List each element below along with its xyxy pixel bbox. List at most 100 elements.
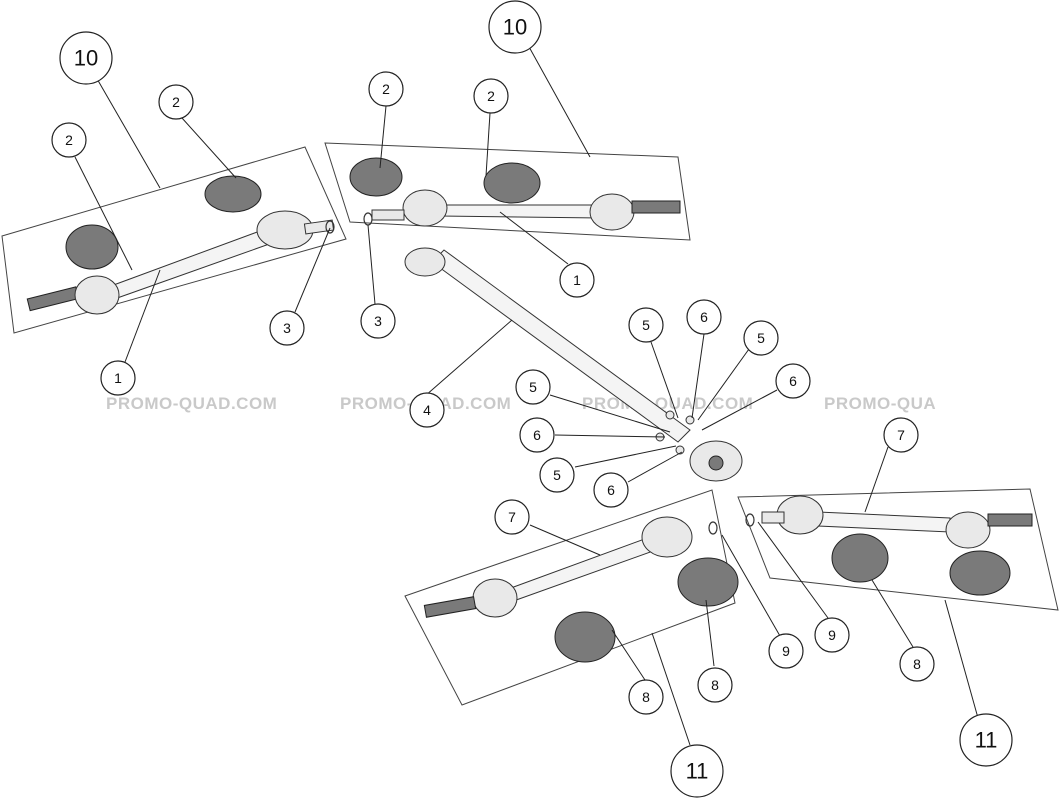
splined-stub xyxy=(987,513,1033,527)
axle-shaft xyxy=(99,227,276,303)
kit-frame-front-right xyxy=(324,142,691,241)
callout-9: 9 xyxy=(814,617,850,653)
callout-label: 1 xyxy=(573,272,581,288)
callout-10: 10 xyxy=(488,0,542,54)
boot-inner xyxy=(831,533,889,583)
stub-end xyxy=(371,209,405,221)
callout-7: 7 xyxy=(494,499,530,535)
leader-line xyxy=(944,599,979,719)
callout-11: 11 xyxy=(670,744,724,798)
callout-5: 5 xyxy=(743,320,779,356)
boot-outer xyxy=(554,611,616,663)
cv-joint-inner xyxy=(256,210,314,250)
callout-3: 3 xyxy=(360,303,396,339)
callout-label: 6 xyxy=(533,427,541,443)
leader-line xyxy=(74,156,133,271)
watermark-row: PROMO-QUAD.COM PROMO-QUAD.COM PROMO-QUAD… xyxy=(106,394,936,413)
propeller-shaft xyxy=(404,247,743,482)
watermark: PROMO-QUAD.COM xyxy=(106,394,277,413)
leader-line xyxy=(757,521,829,619)
callout-11: 11 xyxy=(959,713,1013,767)
leader-line xyxy=(554,434,666,438)
callout-3: 3 xyxy=(269,310,305,346)
callout-label: 2 xyxy=(382,81,390,97)
callout-6: 6 xyxy=(519,417,555,453)
callout-label: 6 xyxy=(607,482,615,498)
leader-line xyxy=(367,224,376,305)
watermark: PROMO-QUA xyxy=(824,394,936,413)
leader-line xyxy=(650,341,679,419)
callout-label: 5 xyxy=(553,467,561,483)
callout-9: 9 xyxy=(768,633,804,669)
circlip xyxy=(708,521,718,535)
leader-line xyxy=(95,76,161,189)
callout-label: 2 xyxy=(172,94,180,110)
callout-label: 8 xyxy=(642,689,650,705)
circlip xyxy=(325,220,335,234)
boot-inner xyxy=(677,557,739,607)
cv-joint-outer xyxy=(74,275,120,315)
callout-label: 2 xyxy=(487,88,495,104)
cv-joint-inner xyxy=(402,189,448,227)
callout-label: 10 xyxy=(503,15,527,40)
axle-shaft xyxy=(439,204,601,219)
callout-4: 4 xyxy=(409,392,445,428)
callout-label: 8 xyxy=(711,677,719,693)
leader-line xyxy=(294,227,331,313)
leader-line xyxy=(721,534,781,637)
callout-label: 11 xyxy=(975,728,998,753)
boot-outer xyxy=(65,224,119,270)
boot-inner xyxy=(204,175,262,213)
callout-2: 2 xyxy=(51,122,87,158)
callout-6: 6 xyxy=(686,299,722,335)
watermark: PROMO-QUAD.COM xyxy=(582,394,753,413)
callout-8: 8 xyxy=(628,679,664,715)
callout-label: 3 xyxy=(374,313,382,329)
leader-line xyxy=(485,112,491,177)
callout-8: 8 xyxy=(697,667,733,703)
leader-line xyxy=(549,394,671,433)
callout-2: 2 xyxy=(368,71,404,107)
leader-line xyxy=(627,451,683,483)
leader-line xyxy=(424,319,513,397)
callout-label: 5 xyxy=(529,379,537,395)
callout-label: 4 xyxy=(423,402,431,418)
callout-5: 5 xyxy=(539,457,575,493)
callout-label: 9 xyxy=(782,643,790,659)
cv-joint-inner xyxy=(641,516,693,558)
callout-label: 1 xyxy=(114,370,122,386)
callouts: 10 2 2 3 1 10 2 2 xyxy=(51,0,1013,798)
callout-label: 5 xyxy=(757,330,765,346)
callout-2: 2 xyxy=(158,84,194,120)
leader-line xyxy=(124,269,161,363)
flange-hole xyxy=(708,455,724,471)
splined-stub xyxy=(423,596,477,618)
circlip xyxy=(745,513,755,527)
callout-6: 6 xyxy=(775,363,811,399)
boot-outer xyxy=(483,162,541,204)
leader-line xyxy=(611,629,646,681)
callout-8: 8 xyxy=(899,646,935,682)
rear-left-axle xyxy=(423,516,739,663)
callout-10: 10 xyxy=(59,31,113,85)
leader-line xyxy=(705,599,715,667)
callout-5: 5 xyxy=(628,307,664,343)
callout-label: 9 xyxy=(828,627,836,643)
leader-line xyxy=(527,44,591,158)
callout-label: 11 xyxy=(686,759,709,784)
kit-frame-front-left xyxy=(1,146,347,334)
stub-end xyxy=(761,511,785,524)
front-right-axle xyxy=(349,157,681,231)
splined-stub xyxy=(26,286,80,312)
callout-label: 6 xyxy=(700,309,708,325)
cv-joint-outer xyxy=(589,193,635,231)
leader-line xyxy=(701,389,778,431)
front-left-axle xyxy=(26,175,335,315)
leader-line xyxy=(871,579,914,648)
leader-line xyxy=(181,117,237,179)
callout-label: 6 xyxy=(789,373,797,389)
leader-line xyxy=(691,333,705,419)
callout-label: 8 xyxy=(913,656,921,672)
leader-line xyxy=(574,445,677,468)
